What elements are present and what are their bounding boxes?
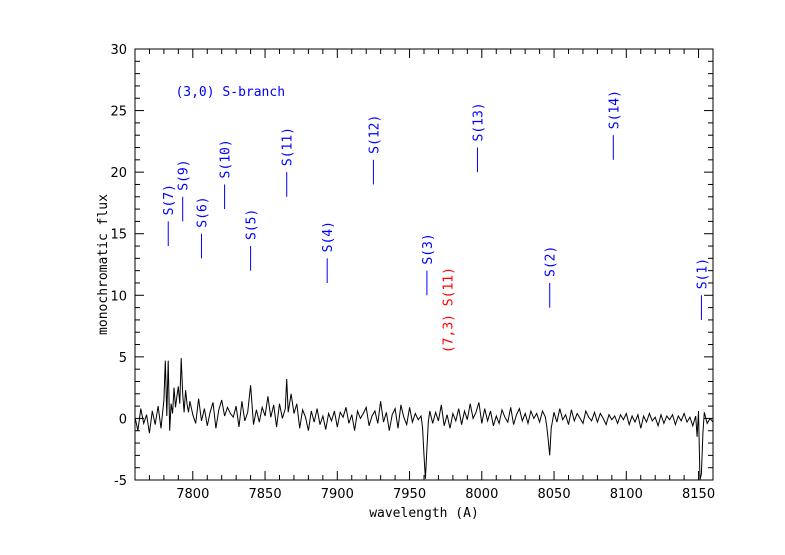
- x-tick-label: 7850: [249, 487, 282, 502]
- y-tick-label: 15: [110, 228, 127, 243]
- line-marker-label: S(3): [421, 233, 436, 264]
- y-tick-label: 10: [110, 289, 127, 304]
- x-tick-label: 7800: [176, 487, 209, 502]
- y-tick-label: 30: [110, 43, 127, 58]
- x-tick-label: 8050: [538, 487, 571, 502]
- line-marker-label: S(7): [162, 184, 177, 215]
- line-marker-label: S(4): [321, 221, 336, 252]
- axes-layer: [134, 48, 714, 481]
- y-axis-title: monochromatic flux: [96, 194, 111, 335]
- line-marker-label: S(13): [471, 102, 486, 141]
- secondary-line-label: (7,3) S(11): [441, 267, 456, 353]
- x-axis-title: wavelength (A): [369, 506, 479, 521]
- data-layer: [134, 358, 714, 481]
- y-tick-label: -5: [114, 474, 127, 489]
- line-marker-label: S(1): [695, 258, 710, 289]
- line-marker-label: S(5): [245, 209, 260, 240]
- line-marker-label: S(9): [177, 159, 192, 190]
- x-tick-label: 8100: [610, 487, 643, 502]
- line-marker-label: S(6): [195, 196, 210, 227]
- line-marker-label: S(14): [607, 90, 622, 129]
- plot-title: (3,0) S-branch: [175, 85, 285, 100]
- label-layer: 7800 7850 7900 7950 8000 8050 8100 8150 -5 0 5 10 15…: [96, 43, 715, 521]
- line-marker-label: S(2): [544, 246, 559, 277]
- spectrum-line: [134, 358, 714, 481]
- x-tick-label: 8000: [465, 487, 498, 502]
- x-tick-label: 8150: [682, 487, 715, 502]
- y-tick-label: 0: [119, 412, 127, 427]
- y-tick-label: 5: [119, 351, 127, 366]
- line-marker-label: S(10): [219, 139, 234, 178]
- line-marker-label: S(12): [367, 115, 382, 154]
- x-tick-label: 7900: [321, 487, 354, 502]
- y-tick-label: 20: [110, 166, 127, 181]
- y-tick-label: 25: [110, 105, 127, 120]
- x-tick-label: 7950: [393, 487, 426, 502]
- line-marker-label: S(11): [281, 127, 296, 166]
- line-marker-layer: [167, 135, 702, 320]
